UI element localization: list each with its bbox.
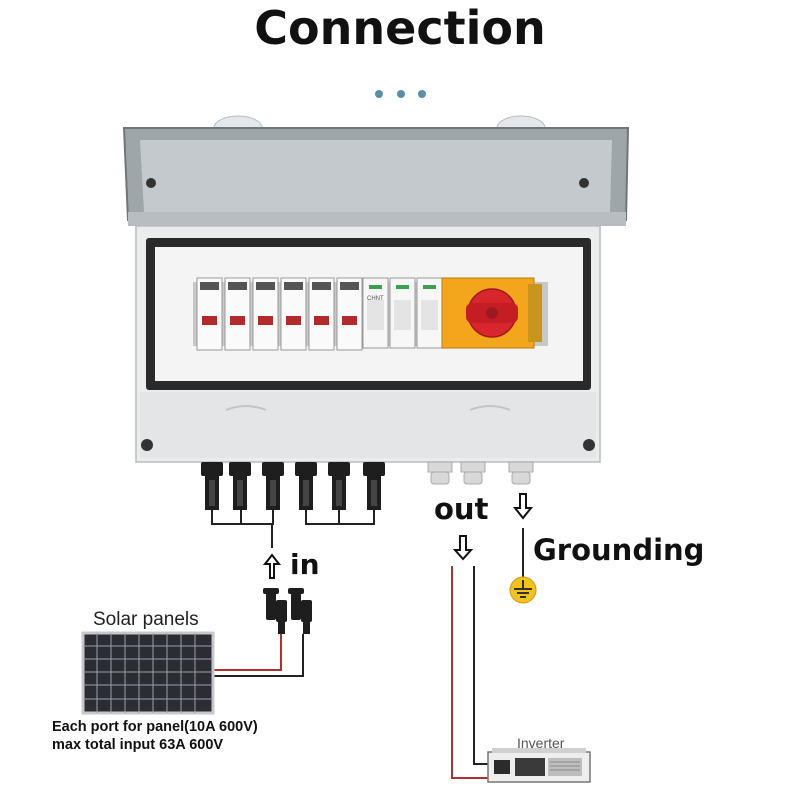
surge-protectors: CHNT [362,277,443,349]
fuse-holders [196,277,363,351]
output-wires [451,566,492,779]
dc-isolator-switch [441,277,542,349]
ellipsis-icon [375,90,426,98]
inverter [487,748,591,783]
panel-note-line-2: max total input 63A 600V [52,737,224,753]
cable-glands [427,461,534,485]
output-label: out [434,492,489,526]
inverter-label: Inverter [517,735,565,751]
mc4-connector-pair [263,588,312,634]
arrow-up-icon [262,553,282,579]
grounding-label: Grounding [533,533,705,567]
solar-panel [81,631,215,715]
panel-note-line-1: Each port for panel(10A 600V) [52,719,258,735]
arrow-down-icon [452,535,474,561]
solar-panels-label: Solar panels [93,609,199,630]
panel-wires [212,634,304,677]
input-bracket-lines [211,510,375,548]
input-connectors [201,462,385,510]
arrow-down-icon [512,493,534,520]
ground-icon [509,576,537,604]
input-label: in [290,548,320,581]
page-title: Connection [254,1,546,55]
breaker-brand-text: CHNT [367,296,384,302]
